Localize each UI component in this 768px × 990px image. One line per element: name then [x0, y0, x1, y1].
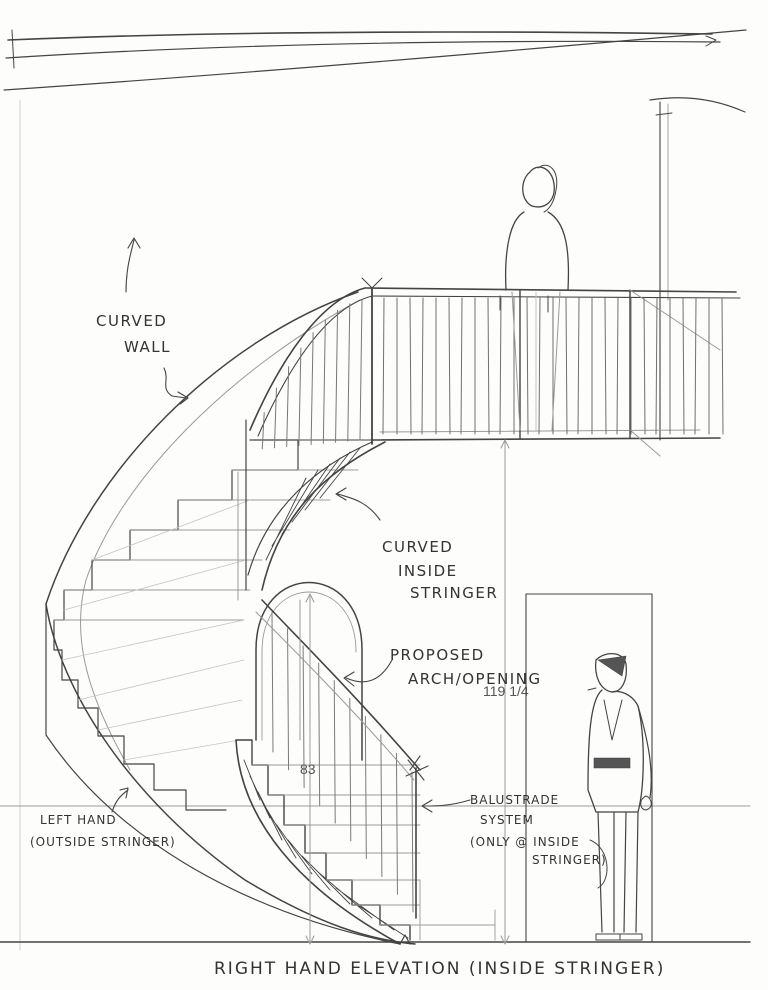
floor-lines [0, 805, 751, 943]
baluster [286, 366, 290, 448]
baluster [694, 297, 697, 435]
arch-opening-line-2: ARCH/OPENING [408, 670, 542, 688]
inside-stringer-line-1: CURVED [382, 538, 453, 556]
outside-stringer [45, 291, 416, 945]
curved-balusters [261, 299, 363, 450]
figure-on-landing [504, 164, 570, 431]
label-outside-stringer: LEFT HAND (OUTSIDE STRINGER) [30, 813, 176, 849]
balustrade-line-4: STRINGER) [532, 853, 607, 867]
baluster [721, 297, 724, 435]
baluster [499, 297, 502, 435]
lower-balustrade [255, 599, 429, 919]
standing-figure [587, 653, 652, 941]
door-frame [525, 593, 653, 943]
balustrade-line-1: BALUSTRADE [470, 793, 559, 807]
baluster [448, 297, 451, 435]
label-curved-wall: CURVED WALL [96, 312, 171, 356]
right-wall-stub [649, 97, 746, 441]
baluster [682, 297, 685, 435]
baluster [380, 734, 383, 877]
arch-opening-line-1: PROPOSED [390, 646, 485, 664]
baluster [333, 680, 336, 824]
arch-height-label: 83 [300, 761, 316, 777]
baluster [421, 297, 424, 435]
label-balustrade: BALUSTRADE SYSTEM (ONLY @ INSIDE STRINGE… [470, 793, 607, 867]
baluster [577, 297, 580, 435]
baluster [538, 297, 541, 435]
upper-balustrade [249, 277, 741, 457]
baluster [643, 297, 646, 435]
lower-flight [235, 739, 496, 945]
label-inside-stringer: CURVED INSIDE STRINGER [382, 538, 498, 602]
landing-height-dimension [500, 439, 510, 945]
baluster [616, 297, 619, 435]
baluster [565, 297, 568, 435]
leader-arrows [111, 237, 608, 889]
sheet-title: RIGHT HAND ELEVATION (INSIDE STRINGER) [214, 959, 665, 979]
upper-balusters [382, 297, 724, 435]
baluster [261, 412, 265, 450]
arch-opening [255, 581, 363, 761]
baluster [395, 752, 398, 895]
balustrade-line-2: SYSTEM [480, 813, 534, 827]
baluster [655, 297, 658, 435]
baluster [302, 645, 305, 789]
baluster [382, 297, 385, 435]
label-arch-opening: PROPOSED ARCH/OPENING [390, 646, 542, 688]
baluster [359, 299, 363, 441]
outside-stringer-line-1: LEFT HAND [40, 813, 117, 827]
ceiling-lines [3, 29, 747, 951]
inside-stringer-upper [237, 419, 386, 601]
baluster [298, 347, 302, 447]
lower-balusters [271, 611, 414, 913]
baluster [322, 319, 326, 444]
baluster [318, 662, 321, 806]
inside-stringer-line-2: INSIDE [398, 562, 458, 580]
inside-stringer-line-3: STRINGER [410, 584, 498, 602]
baluster [364, 715, 367, 860]
baluster [271, 611, 274, 753]
baluster [287, 628, 290, 771]
arch-height-dimension [305, 593, 315, 945]
baluster [310, 332, 314, 445]
baluster [409, 297, 412, 435]
baluster [487, 297, 490, 435]
baluster [526, 297, 529, 435]
baluster [411, 771, 414, 913]
landing-height-label: 119 1/4 [483, 683, 529, 699]
balustrade-line-3: (ONLY @ INSIDE [470, 835, 580, 849]
curved-wall-line-1: CURVED [96, 312, 167, 330]
baluster [460, 297, 463, 435]
baluster [335, 309, 339, 443]
baluster [273, 387, 277, 449]
outside-stringer-line-2: (OUTSIDE STRINGER) [30, 835, 176, 849]
upper-flight-treads [53, 439, 381, 811]
baluster [349, 697, 352, 842]
baluster [347, 303, 351, 442]
curved-wall-line-2: WALL [124, 338, 171, 356]
baluster [604, 297, 607, 435]
